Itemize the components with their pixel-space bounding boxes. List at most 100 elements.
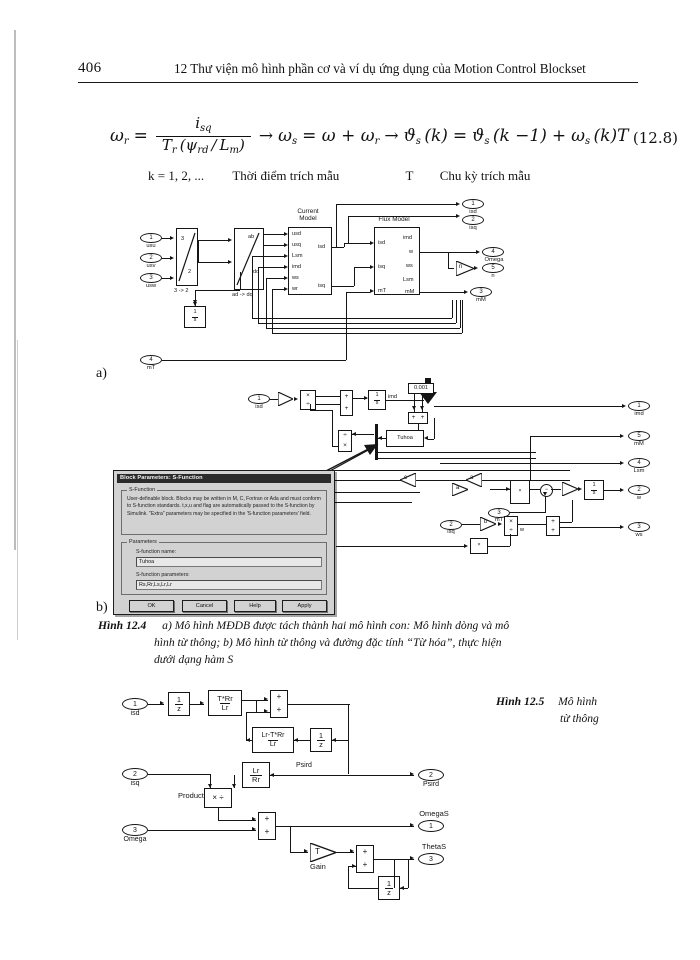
input-label-mT: mT (146, 365, 156, 371)
current-model-input-ws: ws (292, 275, 299, 281)
output-port-omega[interactable]: 4 (482, 247, 504, 257)
input-port-mT[interactable]: 4 (140, 355, 162, 365)
fb-input-port-isd[interactable]: 1 (248, 394, 270, 404)
fb-gain-after-sum[interactable] (562, 482, 578, 498)
dialog-help-button[interactable]: Help (234, 600, 276, 612)
output-port-n[interactable]: 5 (482, 263, 504, 273)
fb-output-port-lsm[interactable]: 4 (628, 458, 650, 468)
gain-n-shape[interactable] (456, 261, 474, 277)
input-port-usu[interactable]: 1 (140, 233, 162, 243)
block-3-to-2-caption: 3 -> 2 (174, 288, 189, 294)
fb-imd-signal-label: imd (388, 394, 398, 400)
sfunction-params-label: S-function parameters: (136, 572, 190, 578)
fb-multiply-block[interactable]: × (510, 480, 530, 504)
s-function-dialog[interactable]: Block Parameters: S-Function S-Function … (113, 470, 335, 615)
f5-gain-shape[interactable] (310, 843, 336, 862)
page-number: 406 (78, 60, 102, 76)
fb-output-port-ws[interactable]: 3 (628, 522, 650, 532)
f5-delay1-num: 1 (176, 694, 182, 704)
figure-letter-b: b) (96, 600, 108, 615)
fb-multiply-block-2[interactable]: × (470, 538, 488, 554)
f5-lrtrlr-den: Lr (267, 739, 279, 748)
eq-fraction: isq Tr (ψrd / Lm) (155, 115, 251, 156)
dialog-apply-button[interactable]: Apply (282, 600, 327, 612)
fb-output-port-imd[interactable]: 1 (628, 401, 650, 411)
f5-input-port-isq[interactable]: 2 (122, 768, 148, 780)
block-flux-model[interactable] (374, 227, 420, 295)
fb-gain-b-shape[interactable] (480, 517, 496, 533)
output-label-n: n (491, 273, 495, 279)
f5-lrtrlr-num: Lr-T*Rr (261, 732, 285, 739)
block-3-to-2[interactable]: 3 2 (176, 228, 198, 286)
sfunction-params-input[interactable]: Rs,Rr,Ls,Lr,Lr (136, 580, 322, 590)
dialog-group-parameters (121, 542, 327, 595)
f5-input-label-isq: isq (130, 780, 140, 787)
eq-omega-s: ωs (278, 125, 298, 147)
input-label-usu: usu (146, 243, 156, 249)
fb-sfunction-tuhoa[interactable]: Tuhoa (386, 430, 424, 447)
fb-sum-block-3[interactable]: ++ (546, 516, 560, 536)
eq-omega-r: ωr (110, 125, 129, 147)
output-port-isd[interactable]: 1 (462, 199, 484, 209)
caption-12-5-lead: Hình 12.5 (496, 695, 545, 708)
f5-input-port-omega[interactable]: 3 (122, 824, 148, 836)
dialog-cancel-button[interactable]: Cancel (182, 600, 227, 612)
f5-product-block[interactable]: × ÷ (204, 788, 232, 808)
eq-arrow-2: → (384, 126, 399, 146)
block-ab-to-dq-caption: ad -> dq (232, 292, 253, 298)
fb-gain-a-shape[interactable] (466, 473, 482, 489)
f5-trlr-num: T*Rr (217, 693, 233, 703)
fb-input-port-mT[interactable]: 3 (488, 508, 510, 518)
fb-gain-b-label: b (484, 519, 488, 525)
f5-output-port-thetas[interactable]: 3 (418, 853, 444, 865)
f5-lrrr-num: Lr (252, 765, 260, 775)
caption-12-4-line1: a) Mô hình MĐDB được tách thành hai mô h… (162, 619, 510, 632)
fb-product-block-1[interactable]: ×÷ (300, 390, 316, 410)
running-title: 12 Thư viện mô hình phần cơ và ví dụ ứng… (174, 61, 586, 76)
input-port-usv[interactable]: 2 (140, 253, 162, 263)
output-port-isq[interactable]: 2 (462, 215, 484, 225)
fb-sum-block-1[interactable]: ++ (340, 390, 353, 416)
fb-output-port-mM[interactable]: 5 (628, 431, 650, 441)
input-port-usw[interactable]: 3 (140, 273, 162, 283)
dialog-ok-button[interactable]: OK (129, 600, 174, 612)
f5-sum-block-2[interactable]: ++ (258, 812, 276, 840)
eq-part2: = ω + ωr (302, 125, 380, 147)
fb-gain-c-shape[interactable] (400, 473, 416, 489)
sfunction-name-input[interactable]: Tuhoa (136, 557, 322, 567)
f5-output-port-psird[interactable]: 2 (418, 769, 444, 781)
f5-sum-block-3[interactable]: ++ (356, 845, 374, 873)
f5-input-label-isd: isd (130, 710, 140, 717)
block-current-model[interactable] (288, 227, 332, 295)
flux-model-output-ws: ws (406, 263, 413, 269)
f5-sum-block-1[interactable]: ++ (270, 690, 288, 718)
equation-number: (12.8) (632, 129, 678, 147)
fb-constant-block[interactable]: 0.001 (408, 383, 434, 394)
fb-input-port-isq[interactable]: 2 (440, 520, 462, 530)
f5-output-port-omegas[interactable]: 1 (418, 820, 444, 832)
fb-divide-block[interactable]: ÷× (338, 430, 352, 452)
f5-output-label-thetas: ThetaS (421, 842, 447, 851)
fb-gain-isd-shape[interactable] (278, 392, 293, 408)
output-port-mM[interactable]: 3 (470, 287, 492, 297)
current-model-output-isd: isd (318, 244, 326, 250)
fb-mux-bar[interactable] (375, 424, 378, 460)
fb-output-port-w[interactable]: 2 (628, 485, 650, 495)
f5-trlr-den: Lr (219, 702, 231, 712)
equation-legend: k = 1, 2, ... Thời điểm trích mẫu T Chu … (148, 168, 530, 184)
fb-sum-block-2[interactable]: ++ (408, 412, 428, 424)
f5-input-port-isd[interactable]: 1 (122, 698, 148, 710)
fb-gain-a2-shape[interactable] (452, 483, 468, 499)
fb-integrator-den: s (373, 399, 381, 406)
